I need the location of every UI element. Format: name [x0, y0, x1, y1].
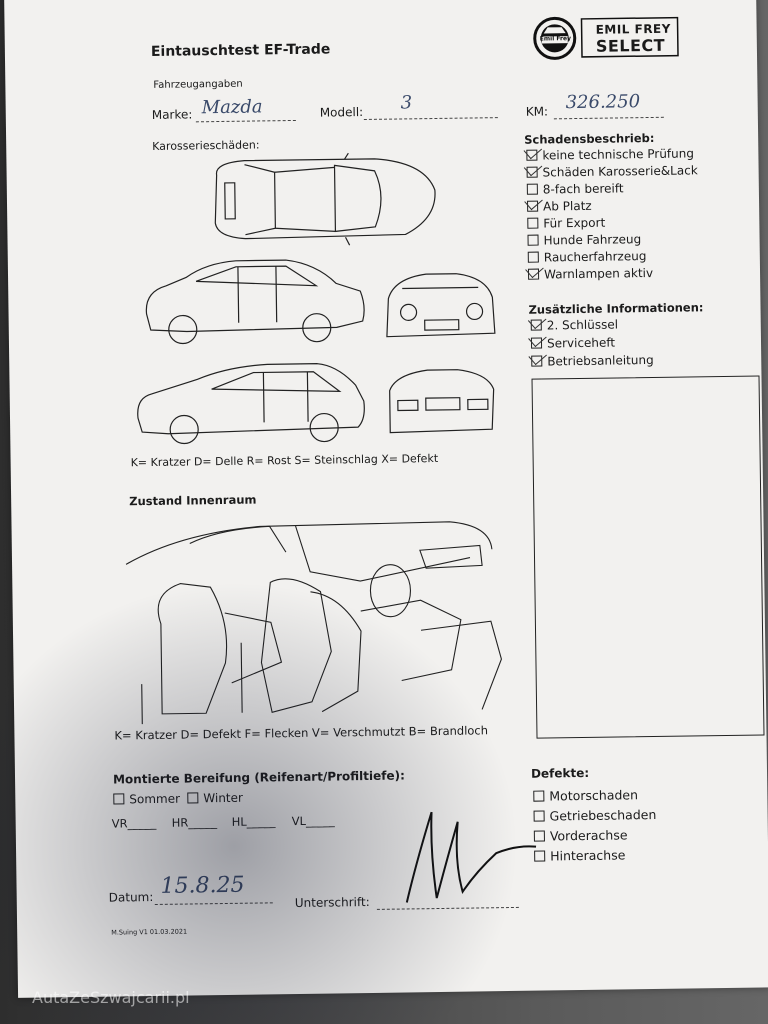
km-value: 326.250 — [565, 91, 641, 114]
watermark: AutaZeSzwajcarii.pl — [32, 988, 190, 1007]
tire-vr[interactable]: VR_____ — [111, 815, 157, 831]
notes-box[interactable] — [531, 375, 765, 739]
signature-mark — [395, 801, 547, 917]
model-label: Modell: — [319, 104, 364, 120]
km-line — [553, 116, 664, 120]
tire-hl[interactable]: HL_____ — [231, 814, 276, 829]
damage-item-1[interactable]: Schäden Karosserie&Lack — [526, 163, 698, 179]
defect-item-3[interactable]: Hinterachse — [534, 847, 625, 863]
additional-item-1[interactable]: Serviceheft — [530, 336, 615, 351]
car-side-view-1 — [145, 259, 365, 345]
additional-item-2[interactable]: Betriebsanleitung — [531, 353, 654, 369]
checkbox-icon[interactable] — [527, 200, 539, 212]
additional-info-label: Zusätzliche Informationen: — [528, 300, 704, 317]
damage-item-6[interactable]: Raucherfahrzeug — [527, 249, 646, 265]
date-value: 15.8.25 — [160, 872, 245, 899]
checkbox-icon[interactable] — [531, 355, 543, 367]
car-diagrams — [124, 149, 508, 458]
km-label: KM: — [525, 104, 549, 119]
logo-line1: EMIL FREY — [595, 21, 671, 37]
defects-label: Defekte: — [530, 765, 590, 781]
checkbox-icon[interactable] — [527, 234, 539, 246]
logo-small-text: Emil Frey — [539, 35, 572, 43]
tire-hr[interactable]: HR_____ — [171, 815, 218, 830]
damage-item-2[interactable]: 8-fach bereift — [526, 181, 624, 196]
form-version: M.Suing V1 01.03.2021 — [111, 927, 188, 937]
checkbox-icon[interactable] — [527, 217, 539, 229]
car-front-view — [386, 273, 496, 338]
damage-item-7[interactable]: Warnlampen aktiv — [527, 266, 653, 282]
make-label: Marke: — [151, 107, 193, 122]
emil-frey-logo: Emil Frey EMIL FREY SELECT — [531, 14, 682, 66]
checkbox-icon[interactable] — [187, 792, 199, 804]
checkbox-icon[interactable] — [113, 793, 125, 805]
date-label: Datum: — [108, 890, 154, 905]
defect-item-2[interactable]: Vorderachse — [533, 827, 628, 843]
logo-line2: SELECT — [595, 35, 666, 56]
car-rear-view — [389, 369, 495, 434]
car-side-view-2 — [137, 363, 365, 445]
make-value: Mazda — [201, 96, 263, 119]
damage-description-label: Schadensbeschrieb: — [524, 130, 655, 147]
tire-winter-option[interactable]: Winter — [187, 791, 243, 806]
defect-item-0[interactable]: Motorschaden — [533, 787, 638, 803]
interior-label: Zustand Innenraum — [129, 492, 257, 509]
make-line — [195, 119, 296, 123]
body-damage-label: Karosserieschäden: — [152, 138, 260, 153]
tire-vl[interactable]: VL_____ — [291, 813, 335, 829]
date-line — [154, 902, 273, 905]
defect-item-1[interactable]: Getriebeschaden — [533, 807, 656, 824]
additional-item-0[interactable]: 2. Schlüssel — [530, 317, 618, 332]
form-title: Eintauschtest EF-Trade — [150, 41, 331, 60]
damage-item-3[interactable]: Ab Platz — [527, 199, 592, 214]
form-sheet: Eintauschtest EF-Trade Emil Frey EMIL FR… — [4, 0, 768, 998]
checkbox-icon[interactable] — [526, 166, 538, 178]
tires-label: Montierte Bereifung (Reifenart/Profiltie… — [112, 768, 405, 787]
damage-item-4[interactable]: Für Export — [527, 216, 605, 231]
interior-diagram — [119, 509, 512, 732]
vehicle-section-label: Fahrzeugangaben — [153, 78, 243, 91]
signature-label: Unterschrift: — [294, 894, 370, 911]
checkbox-icon[interactable] — [527, 268, 540, 280]
damage-item-0[interactable]: keine technische Prüfung — [526, 146, 694, 162]
model-line — [363, 117, 498, 120]
car-top-view — [214, 152, 436, 246]
damage-item-5[interactable]: Hunde Fahrzeug — [527, 232, 641, 248]
model-value: 3 — [400, 92, 413, 114]
tire-summer-option[interactable]: Sommer — [113, 792, 180, 807]
